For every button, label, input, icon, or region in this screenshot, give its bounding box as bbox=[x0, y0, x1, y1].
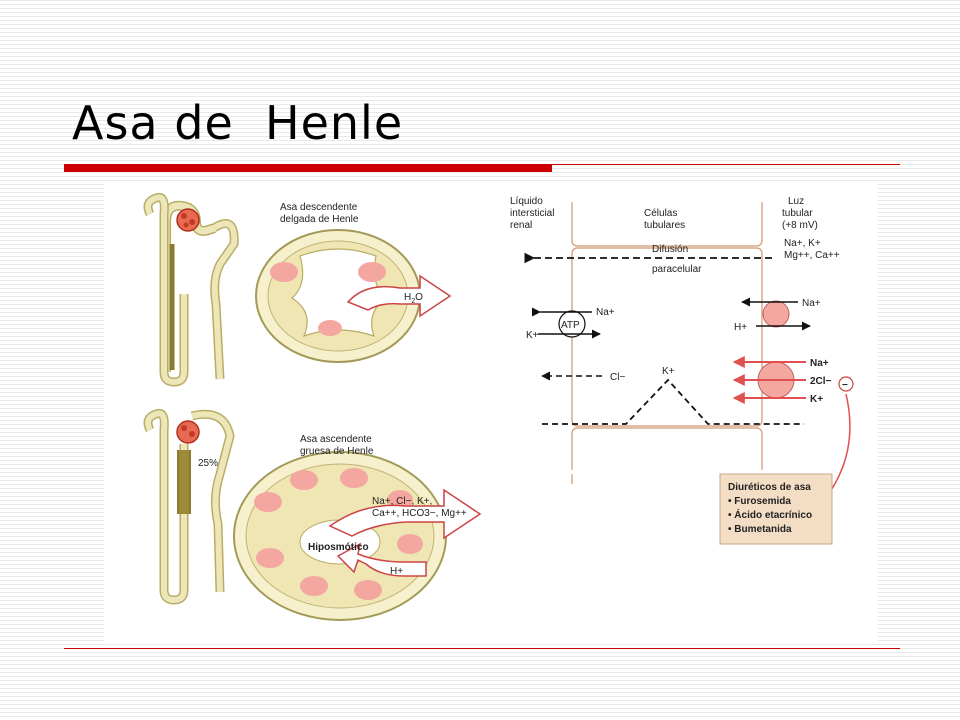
glomerulus-icon bbox=[176, 420, 200, 444]
lumen-ions-label-1: Na+, K+ bbox=[784, 238, 821, 249]
lumen-label-2: tubular bbox=[782, 208, 813, 219]
proton-influx-label: H+ bbox=[390, 566, 403, 577]
k-channel-label: K+ bbox=[662, 366, 675, 377]
ion-efflux-label-2: Ca++, HCO3−, Mg++ bbox=[372, 508, 467, 519]
ascending-limb-cross-section: Na+, Cl−, K+, Ca++, HCO3−, Mg++ Hiposmót… bbox=[233, 451, 482, 621]
na-h-exchanger bbox=[741, 297, 811, 331]
slide-title: Asa de Henle bbox=[72, 96, 404, 150]
water-efflux-arrow bbox=[346, 274, 452, 318]
water-label: H2O bbox=[404, 292, 423, 305]
loop-of-henle-figure: H2O Asa descendente delgada de Henle 25%… bbox=[104, 184, 878, 642]
lumen-ions-label-2: Mg++, Ca++ bbox=[784, 250, 840, 261]
diuretics-box bbox=[719, 473, 833, 545]
na-k-atpase-pump bbox=[531, 307, 601, 339]
bottom-rule bbox=[64, 648, 900, 649]
nkcc-na-label: Na+ bbox=[810, 358, 829, 369]
descending-limb-label-1: Asa descendente bbox=[280, 202, 358, 213]
ion-efflux-label-1: Na+, Cl−, K+, bbox=[372, 496, 432, 507]
reabsorption-percent: 25% bbox=[198, 458, 218, 469]
interstitial-label-2: intersticial bbox=[510, 208, 554, 219]
nkcc-cl-label: 2Cl− bbox=[810, 376, 832, 387]
nkcc-k-label: K+ bbox=[810, 394, 823, 405]
diuretic-item: • Ácido etacrínico bbox=[728, 508, 812, 521]
pump-na-label: Na+ bbox=[596, 307, 615, 318]
diuretic-item: • Furosemida bbox=[728, 496, 791, 507]
tubular-cell-diagram bbox=[524, 202, 776, 484]
glomerulus-icon bbox=[176, 208, 200, 232]
lumen-label-1: Luz bbox=[788, 196, 804, 207]
atp-label: ATP bbox=[561, 320, 580, 331]
k-recycling-arrow bbox=[542, 378, 804, 425]
ascending-limb-label-2: gruesa de Henle bbox=[300, 446, 374, 457]
nkcc2-cotransporter bbox=[732, 356, 806, 404]
proton-influx-arrow bbox=[336, 542, 427, 577]
ion-efflux-arrow bbox=[328, 488, 482, 540]
title-underline-thin bbox=[552, 164, 900, 165]
interstitial-label-3: renal bbox=[510, 220, 532, 231]
interstitial-label-1: Líquido bbox=[510, 196, 543, 207]
cells-label-1: Células bbox=[644, 208, 677, 219]
descending-limb-cross-section: H2O bbox=[255, 229, 452, 363]
pump-k-label: K+ bbox=[526, 330, 539, 341]
diuretics-title: Diuréticos de asa bbox=[728, 482, 811, 493]
title-underline-thick bbox=[64, 164, 552, 172]
hyposmotic-label: Hiposmótico bbox=[308, 542, 369, 553]
diffusion-label-2: paracelular bbox=[652, 264, 702, 275]
nephron-top bbox=[143, 192, 239, 387]
descending-limb-label-2: delgada de Henle bbox=[280, 214, 359, 225]
diuretic-item: • Bumetanida bbox=[728, 524, 792, 535]
ascending-limb-label-1: Asa ascendente bbox=[300, 434, 372, 445]
nhe-h-label: H+ bbox=[734, 322, 747, 333]
nhe-na-label: Na+ bbox=[802, 298, 821, 309]
nephron-bottom bbox=[143, 408, 235, 605]
cells-label-2: tubulares bbox=[644, 220, 685, 231]
inhibition-sign: − bbox=[842, 380, 848, 391]
diffusion-label-1: Difusión bbox=[652, 244, 688, 255]
inhibition-icon bbox=[838, 376, 854, 392]
lumen-label-3: (+8 mV) bbox=[782, 220, 818, 231]
cl-label: Cl− bbox=[610, 372, 625, 383]
